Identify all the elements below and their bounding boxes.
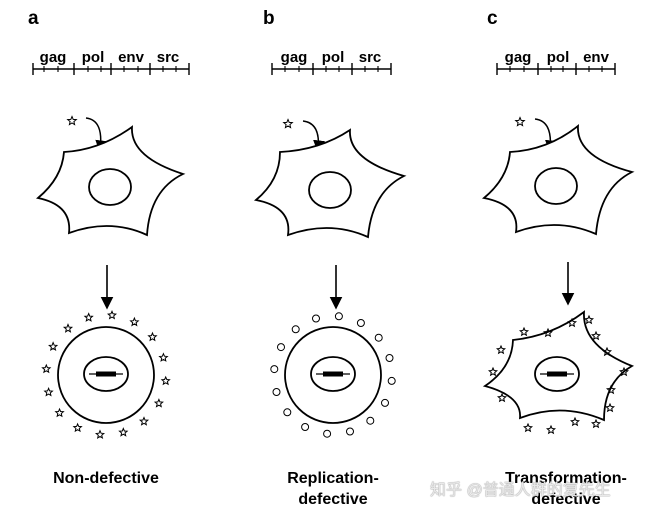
- panel-b-title: Replication- defective: [233, 468, 433, 510]
- panel-c-title: Transformation- defective: [466, 468, 666, 510]
- panel-c-virion-stars: [488, 314, 629, 435]
- virion-star-icon: [62, 323, 74, 333]
- panel-a-infection: [35, 115, 186, 439]
- virion-star-icon: [48, 341, 59, 351]
- virion-circle: [381, 398, 389, 407]
- virion-circle: [283, 408, 292, 417]
- virion-star-icon: [147, 331, 158, 342]
- panel-a-letter: a: [28, 8, 39, 29]
- virion-star-icon: [72, 422, 83, 433]
- panel-a-gene-pol: pol: [82, 49, 105, 66]
- virion-circle: [270, 365, 279, 374]
- panel-a-virion-stars: [41, 310, 171, 439]
- panel-b-title-line-1: Replication-: [287, 470, 379, 487]
- panel-a-title-line-1: Non-defective: [53, 470, 159, 487]
- panel-b-gene-pol: pol: [322, 49, 345, 66]
- virion-circle: [301, 423, 310, 431]
- panel-c-gene-gag: gag: [505, 49, 532, 66]
- watermark: 知乎 @普通人群的复先生: [430, 482, 611, 499]
- virion-star-icon: [94, 429, 105, 439]
- panel-a-genome: gag pol env src: [32, 49, 190, 75]
- panel-c-gene-pol: pol: [547, 49, 570, 66]
- panel-b-gene-gag: gag: [281, 49, 308, 66]
- panel-c-host-nucleus: [534, 167, 578, 205]
- virion-star-icon: [138, 416, 150, 426]
- panel-c-title-line-2: defective: [531, 491, 601, 508]
- virion-star-icon: [43, 386, 54, 397]
- panel-c-gene-env: env: [583, 49, 610, 66]
- virion-circle: [366, 416, 375, 425]
- virion-circle: [323, 429, 332, 438]
- virion-circle: [291, 325, 300, 334]
- panel-a-host-nucleus: [88, 168, 132, 206]
- virion-circle: [312, 314, 320, 323]
- virion-circle: [272, 388, 281, 396]
- virion-circle: [374, 333, 383, 342]
- panel-c-title-line-1: Transformation-: [505, 470, 627, 487]
- panel-b-virus-star-icon: [282, 118, 294, 129]
- panel-b-genome: gag pol src: [271, 49, 392, 75]
- panel-c-provirus: [547, 371, 567, 377]
- virion-circle: [334, 312, 343, 321]
- virion-star-icon: [118, 427, 129, 437]
- panel-a-provirus: [96, 371, 116, 377]
- panel-a-gene-src: src: [157, 49, 180, 66]
- panel-a-gene-env: env: [118, 49, 145, 66]
- panel-a-title: Non-defective: [6, 468, 206, 489]
- panel-b-title-line-2: defective: [298, 491, 368, 508]
- virion-circle: [385, 354, 394, 362]
- panel-a-virus-star-icon: [66, 115, 78, 126]
- virion-circle: [277, 343, 285, 352]
- virion-star-icon: [83, 312, 94, 322]
- panel-c-virus-star-icon: [514, 116, 526, 127]
- virion-star-icon: [54, 407, 65, 418]
- panel-b-letter: b: [263, 8, 275, 29]
- virion-star-icon: [160, 375, 171, 386]
- panel-b-virion-circles: [270, 312, 396, 438]
- panel-c-infection: [481, 116, 635, 435]
- panel-c-genome: gag pol env: [496, 49, 616, 75]
- virion-circle: [356, 319, 365, 327]
- virion-star-icon: [129, 316, 140, 327]
- panel-c-letter: c: [487, 8, 498, 29]
- virion-circle: [346, 427, 354, 436]
- panel-b-infection: [253, 118, 407, 438]
- panel-a-gene-gag: gag: [40, 49, 67, 66]
- panel-b-gene-src: src: [359, 49, 382, 66]
- virion-star-icon: [153, 398, 164, 408]
- panel-b-host-nucleus: [308, 171, 352, 209]
- virion-star-icon: [107, 310, 118, 320]
- virion-star-icon: [158, 352, 169, 362]
- virion-star-icon: [41, 363, 52, 374]
- panel-b-provirus: [323, 371, 343, 377]
- virion-circle: [387, 376, 396, 385]
